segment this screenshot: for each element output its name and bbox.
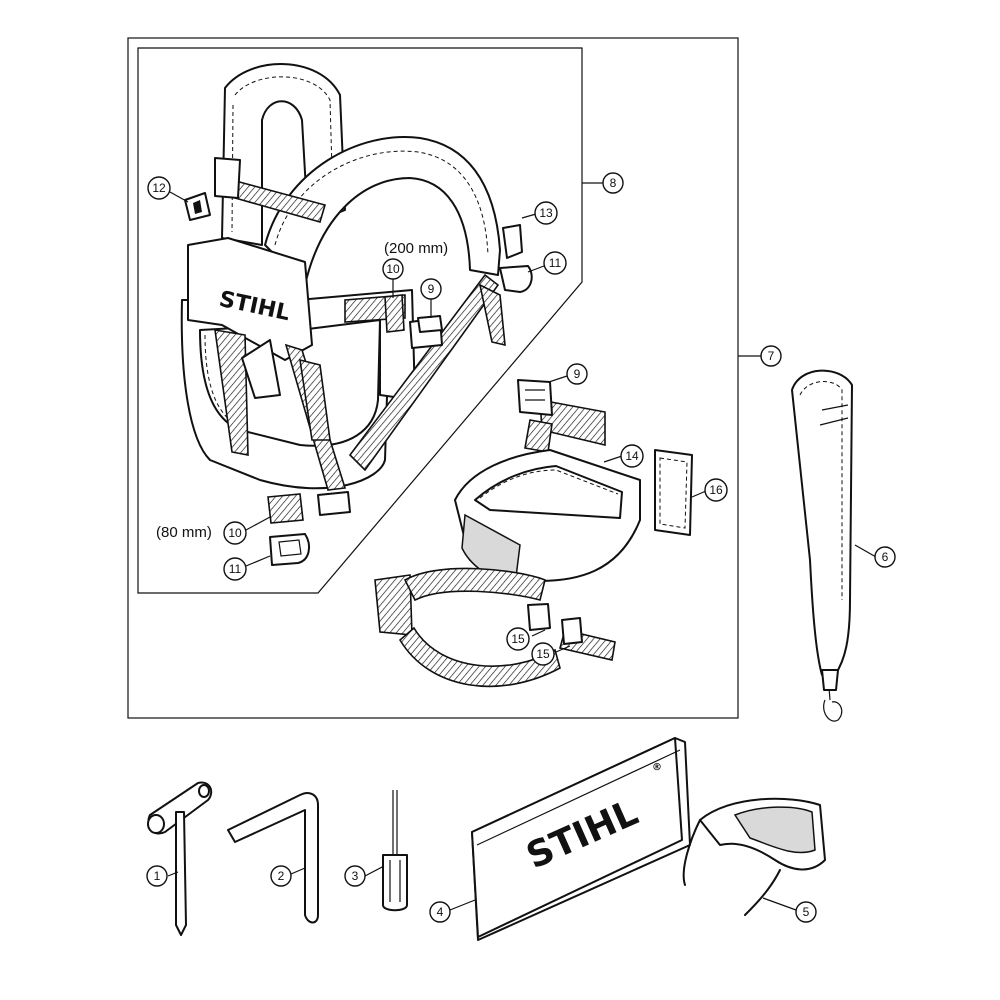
part-10-strap-top bbox=[384, 294, 405, 333]
harness-frame bbox=[137, 47, 583, 594]
leader-lines bbox=[167, 182, 877, 911]
part-13-clip bbox=[502, 224, 523, 259]
svg-text:1: 1 bbox=[154, 869, 161, 883]
svg-text:14: 14 bbox=[625, 449, 639, 463]
shoulder-strap-illustration bbox=[791, 369, 853, 722]
part-4-tool-pouch: STIHL ® bbox=[471, 737, 691, 941]
svg-text:10: 10 bbox=[228, 526, 242, 540]
callout-9-top: 9 bbox=[420, 278, 442, 300]
svg-text:11: 11 bbox=[549, 256, 562, 270]
part-11-buckle-bottom bbox=[269, 533, 311, 566]
callout-6: 6 bbox=[874, 546, 896, 568]
registered-mark: ® bbox=[652, 762, 662, 773]
dimension-80mm: (80 mm) bbox=[156, 524, 212, 541]
callout-15-upper: 15 bbox=[506, 627, 530, 651]
part-1-wrench bbox=[147, 781, 213, 936]
callout-7: 7 bbox=[760, 345, 782, 367]
svg-text:8: 8 bbox=[610, 176, 617, 190]
callout-4: 4 bbox=[429, 901, 451, 923]
svg-text:15: 15 bbox=[536, 647, 550, 661]
callout-3: 3 bbox=[344, 865, 366, 887]
svg-text:16: 16 bbox=[709, 483, 723, 497]
svg-text:4: 4 bbox=[437, 905, 444, 919]
callout-12: 12 bbox=[147, 176, 171, 200]
part-11-buckle-top bbox=[499, 265, 533, 293]
svg-text:9: 9 bbox=[574, 367, 581, 381]
callout-10-top: 10 bbox=[382, 258, 404, 280]
callout-8: 8 bbox=[602, 172, 624, 194]
callout-5: 5 bbox=[795, 901, 817, 923]
svg-text:15: 15 bbox=[511, 632, 525, 646]
svg-text:11: 11 bbox=[229, 562, 242, 576]
harness-illustration: STIHL bbox=[180, 63, 506, 516]
svg-text:12: 12 bbox=[152, 181, 166, 195]
callout-10-bottom: 10 bbox=[223, 521, 247, 545]
part-5-safety-glasses bbox=[682, 797, 826, 916]
callout-16: 16 bbox=[704, 478, 728, 502]
callout-14: 14 bbox=[620, 444, 644, 468]
svg-text:10: 10 bbox=[386, 262, 400, 276]
callout-11-bottom: 11 bbox=[223, 557, 247, 581]
svg-text:6: 6 bbox=[882, 550, 889, 564]
assembly-frame bbox=[127, 37, 739, 719]
callout-1: 1 bbox=[146, 865, 168, 887]
part-10-strap-bottom bbox=[267, 493, 304, 524]
svg-text:2: 2 bbox=[278, 869, 285, 883]
svg-text:13: 13 bbox=[539, 206, 553, 220]
part-3-screwdriver bbox=[382, 790, 408, 912]
callout-15-lower: 15 bbox=[531, 642, 555, 666]
callout-11-top: 11 bbox=[543, 251, 567, 275]
callout-9-hip: 9 bbox=[566, 363, 588, 385]
part-16-pad bbox=[654, 449, 693, 536]
svg-text:9: 9 bbox=[428, 282, 435, 296]
svg-text:7: 7 bbox=[768, 349, 775, 363]
callout-2: 2 bbox=[270, 865, 292, 887]
callout-13: 13 bbox=[534, 201, 558, 225]
svg-text:3: 3 bbox=[352, 869, 359, 883]
part-9-clip-top bbox=[417, 315, 443, 333]
hip-pad-illustration bbox=[374, 379, 641, 688]
dimension-200mm: (200 mm) bbox=[384, 240, 448, 257]
svg-text:5: 5 bbox=[803, 905, 810, 919]
part-2-hex-key bbox=[227, 792, 319, 924]
